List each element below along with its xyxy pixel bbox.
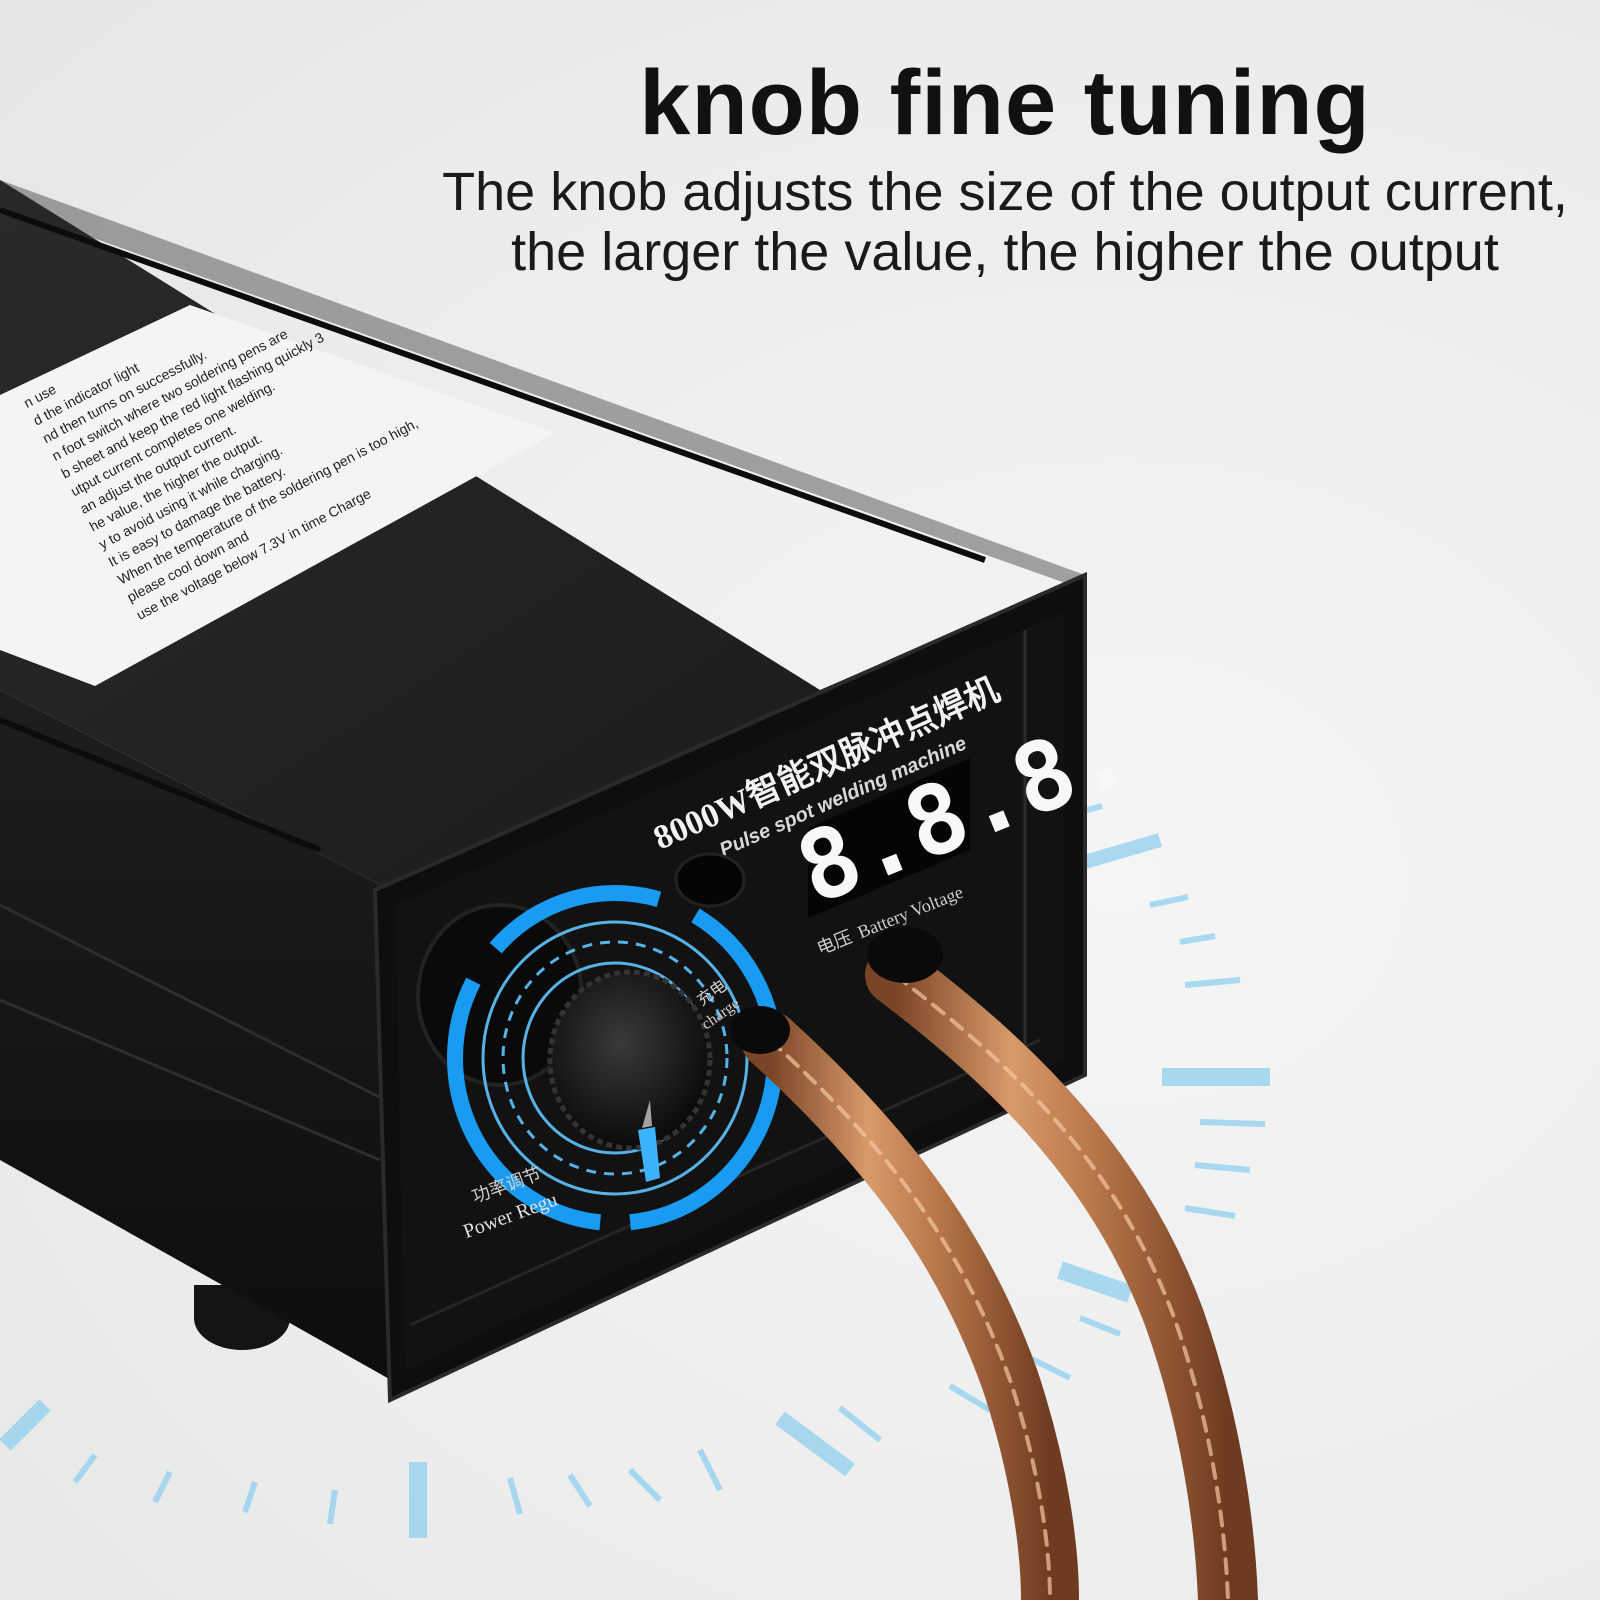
knob-pointer: [638, 1127, 660, 1182]
device-side-face: [0, 690, 400, 1385]
headline-line-2: the larger the value, the higher the out…: [511, 221, 1499, 282]
charge-port: [674, 852, 746, 908]
headline-line-1: The knob adjusts the size of the output …: [442, 161, 1568, 222]
headline: knob fine tuning The knob adjusts the si…: [430, 55, 1580, 282]
power-knob[interactable]: [547, 969, 713, 1151]
scale-ticks: [0, 803, 1270, 1538]
welding-cables: [730, 927, 1258, 1600]
headline-subtitle: The knob adjusts the size of the output …: [430, 162, 1580, 282]
headline-title: knob fine tuning: [639, 52, 1371, 154]
